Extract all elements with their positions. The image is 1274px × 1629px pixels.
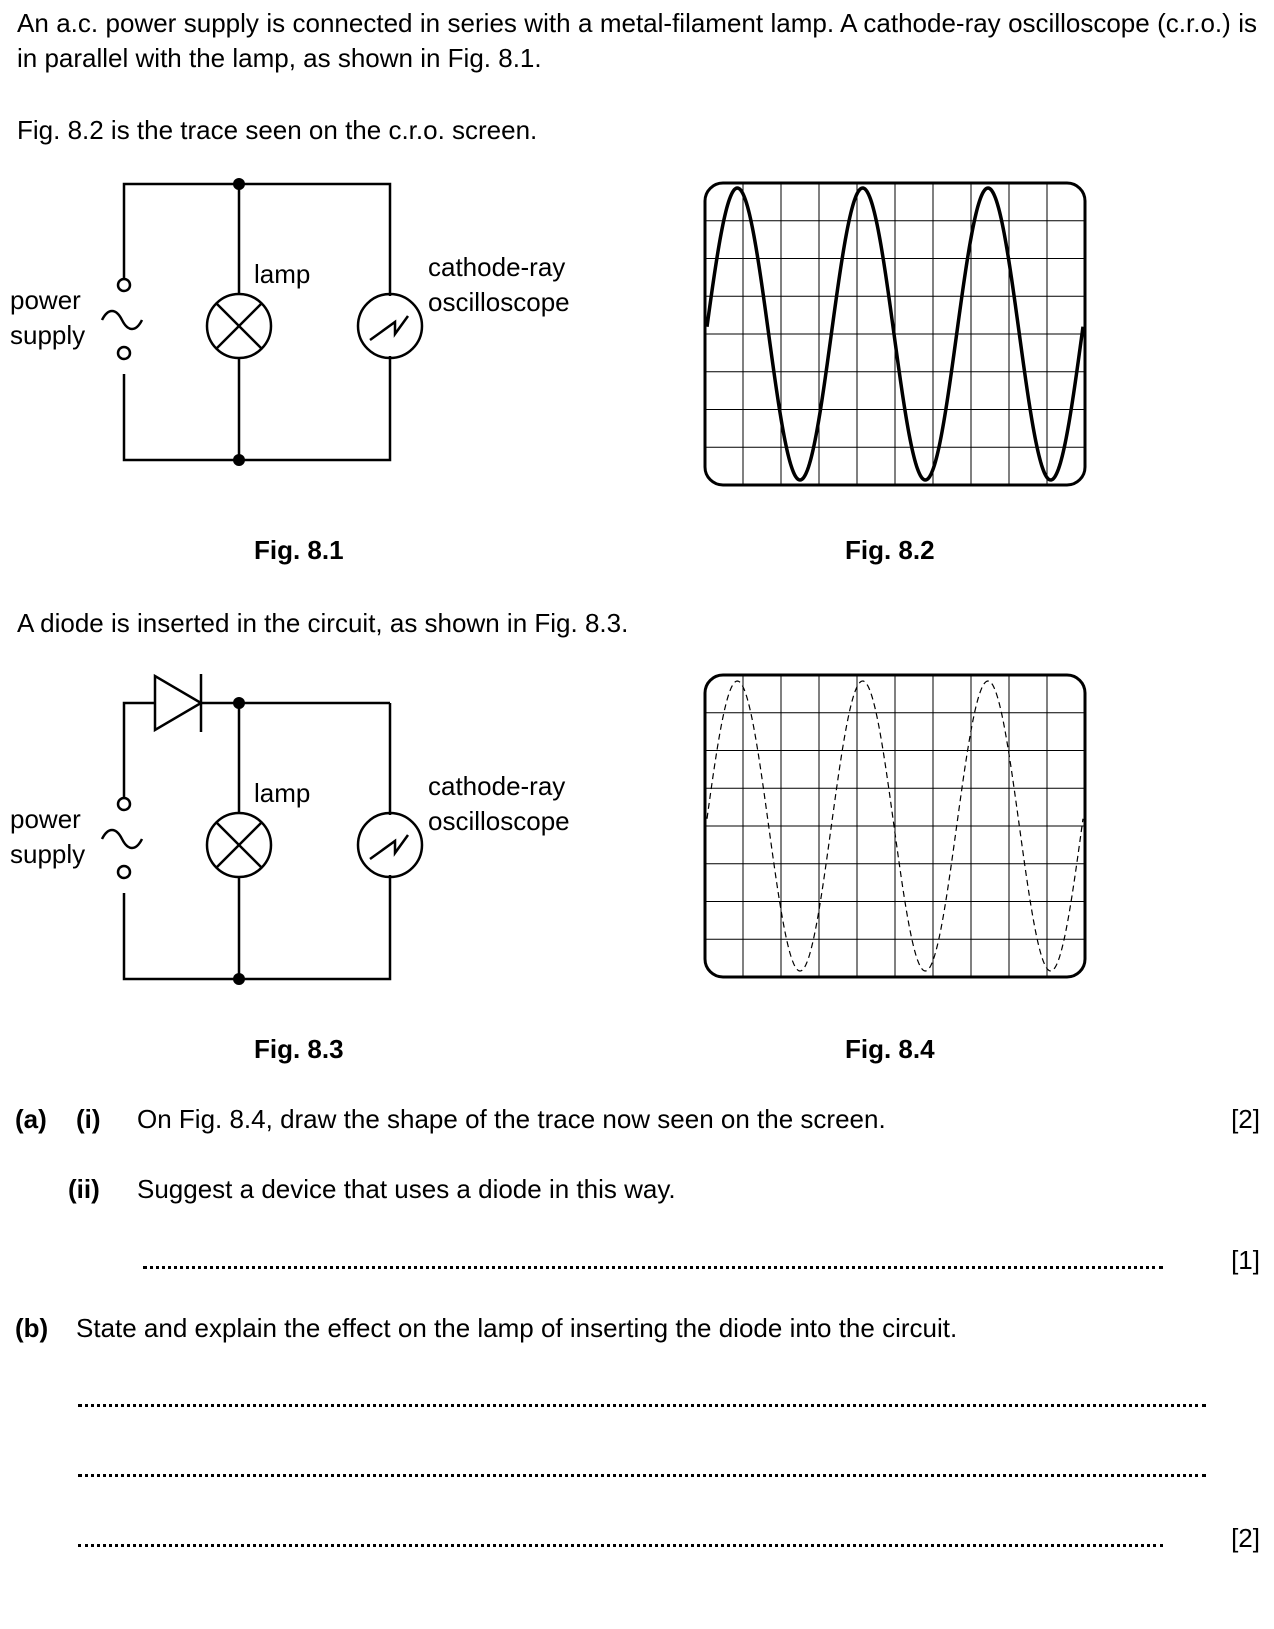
ac-symbol xyxy=(100,309,144,331)
question-a-i-marks: [2] xyxy=(1231,1104,1260,1134)
power-terminal-bottom xyxy=(116,345,132,361)
junction-dot-top xyxy=(233,178,245,190)
supply-label: supply xyxy=(10,839,86,869)
cro-symbol xyxy=(356,811,424,879)
lamp-label: lamp xyxy=(254,259,311,289)
cro-label-line-2: oscilloscope xyxy=(428,287,570,317)
answer-line-b-1[interactable] xyxy=(78,1400,1206,1407)
fig-8-1-label: Fig. 8.1 xyxy=(254,535,344,565)
cro-label-line-1: cathode-ray xyxy=(428,771,566,801)
intro-paragraph: An a.c. power supply is connected in ser… xyxy=(17,8,1257,73)
question-b-label: (b) xyxy=(15,1313,49,1343)
wire-top-left xyxy=(122,701,155,797)
sine-trace-solid xyxy=(705,186,1085,482)
wire-bottom xyxy=(122,875,392,981)
power-label: power xyxy=(10,285,81,315)
diode-inserted-sentence: A diode is inserted in the circuit, as s… xyxy=(17,608,629,638)
cro-label-line-2: oscilloscope xyxy=(428,806,570,836)
junction-dot-bottom xyxy=(233,973,245,985)
question-b-marks: [2] xyxy=(1231,1523,1260,1553)
question-a-ii-marks: [1] xyxy=(1231,1245,1260,1275)
power-terminal-top xyxy=(116,796,132,812)
question-b-text: State and explain the effect on the lamp… xyxy=(76,1313,958,1343)
intro-fig-8-2-sentence: Fig. 8.2 is the trace seen on the c.r.o.… xyxy=(17,115,538,145)
fig-8-3-label: Fig. 8.3 xyxy=(254,1034,344,1064)
junction-dot-bottom xyxy=(233,454,245,466)
lamp-symbol xyxy=(205,292,273,360)
question-a-label: (a) xyxy=(15,1104,47,1134)
question-a-i-label: (i) xyxy=(76,1104,101,1134)
cro-symbol xyxy=(356,292,424,360)
fig-8-2-label: Fig. 8.2 xyxy=(845,535,935,565)
wire-top-left xyxy=(122,182,392,296)
junction-dot-top xyxy=(233,697,245,709)
power-terminal-bottom xyxy=(116,864,132,880)
wire-bottom xyxy=(122,356,392,462)
answer-line-b-3[interactable] xyxy=(78,1540,1163,1547)
answer-line-a-ii[interactable] xyxy=(143,1262,1163,1269)
ac-symbol xyxy=(100,828,144,850)
lamp-label: lamp xyxy=(254,778,311,808)
lamp-symbol xyxy=(205,811,273,879)
supply-label: supply xyxy=(10,320,86,350)
diode-symbol xyxy=(153,673,204,733)
answer-line-b-2[interactable] xyxy=(78,1470,1206,1477)
question-a-i-text: On Fig. 8.4, draw the shape of the trace… xyxy=(137,1104,886,1134)
question-a-ii-text: Suggest a device that uses a diode in th… xyxy=(137,1174,676,1204)
sine-trace-dashed xyxy=(706,680,1084,972)
power-terminal-top xyxy=(116,277,132,293)
power-label: power xyxy=(10,804,81,834)
question-a-ii-label: (ii) xyxy=(68,1174,100,1204)
fig-8-4-label: Fig. 8.4 xyxy=(845,1034,935,1064)
cro-label-line-1: cathode-ray xyxy=(428,252,566,282)
